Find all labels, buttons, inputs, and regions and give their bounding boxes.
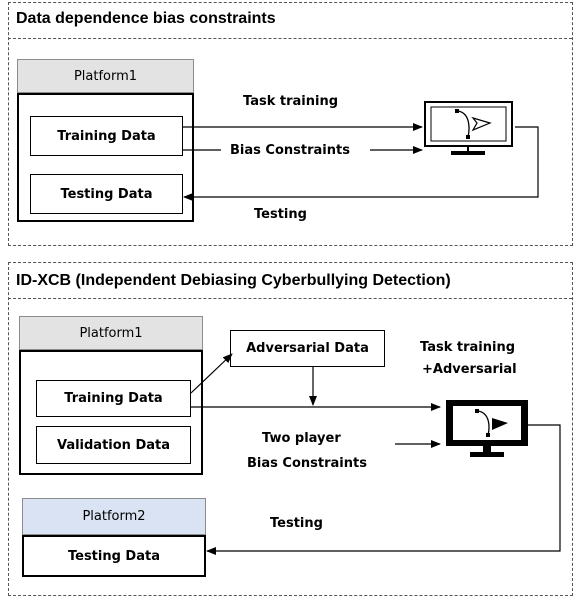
panel2-arrow-to-adversarial	[190, 353, 233, 394]
panel1-label-task-training: Task training	[243, 94, 338, 109]
computer-monitor-icon	[446, 400, 528, 457]
panel1-title: Data dependence bias constraints	[16, 10, 276, 27]
panel1-training-data-box: Training Data	[30, 116, 183, 156]
panel1-label-testing: Testing	[254, 207, 307, 222]
panel2-label-testing: Testing	[270, 516, 323, 531]
panel1-platform1-header: Platform1	[17, 59, 194, 93]
panel2-testing-data-label: Testing Data	[67, 548, 160, 564]
panel1-title-separator	[8, 38, 572, 39]
panel2-label-bias-constraints: Bias Constraints	[247, 456, 367, 471]
panel2-platform1-header: Platform1	[19, 316, 203, 350]
panel2-platform2-body: Testing Data	[22, 535, 206, 577]
panel1-label-bias-constraints: Bias Constraints	[230, 143, 350, 158]
panel1-arrow-testing	[183, 126, 539, 201]
panel2-adversarial-data-box: Adversarial Data	[230, 330, 385, 367]
panel2-label-task-training: Task training	[420, 340, 515, 355]
panel2-platform2-header: Platform2	[22, 498, 206, 535]
panel2-validation-data-box: Validation Data	[36, 426, 191, 464]
panel2-arrow-testing	[206, 424, 561, 555]
panel2-label-adversarial: +Adversarial	[422, 362, 517, 377]
panel1-testing-data-box: Testing Data	[30, 174, 183, 214]
panel2-title: ID-XCB (Independent Debiasing Cyberbully…	[16, 272, 451, 289]
panel2-training-data-box: Training Data	[36, 380, 191, 417]
panel2-label-two-player: Two player	[262, 431, 341, 446]
computer-monitor-icon	[424, 101, 513, 155]
panel2-title-separator	[8, 298, 572, 299]
